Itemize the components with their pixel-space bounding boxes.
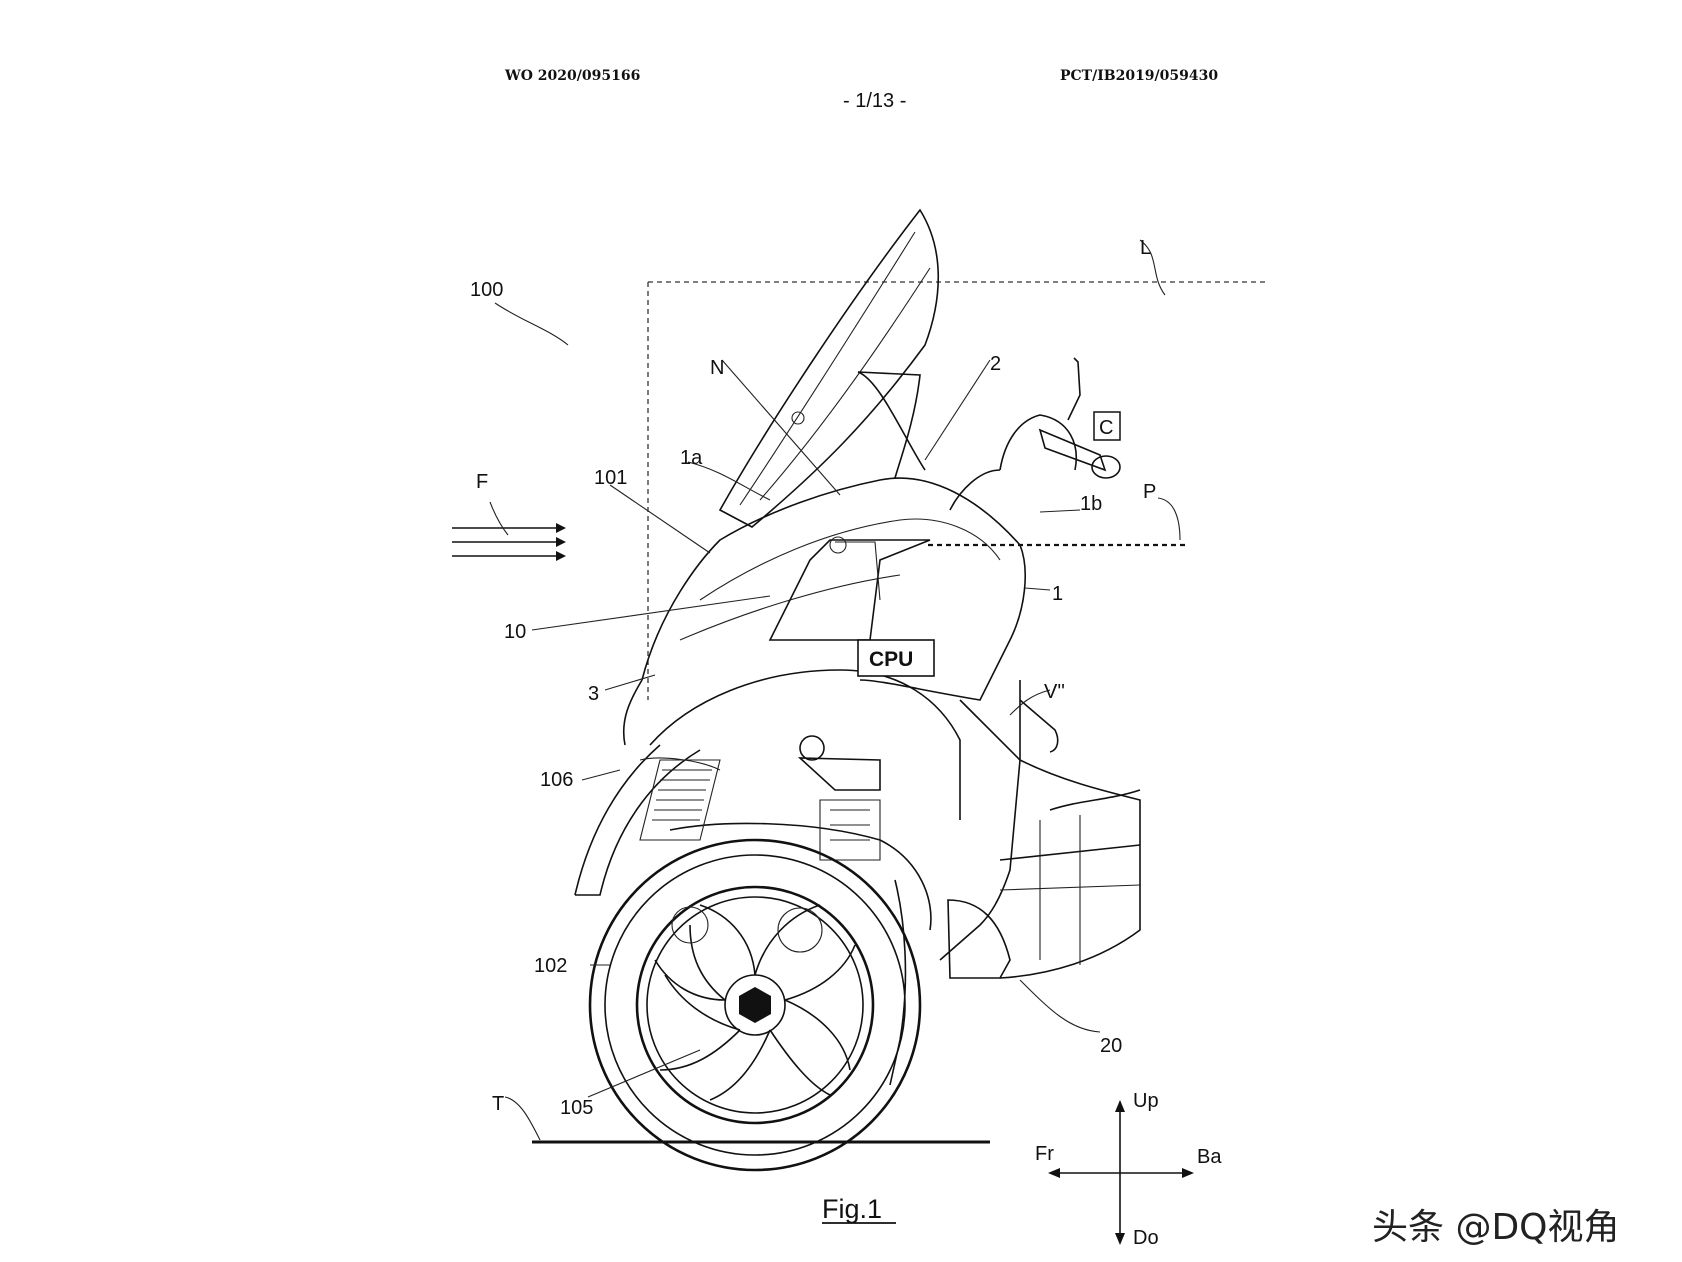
- wind-arrows: [452, 523, 566, 561]
- axis-front-label: Fr: [1035, 1143, 1054, 1165]
- handlebar: [949, 357, 1121, 511]
- label-1: 1: [1052, 583, 1063, 605]
- windscreen: [718, 208, 940, 528]
- label-c: C: [1099, 417, 1113, 439]
- cpu-box: [857, 639, 935, 677]
- rear-body: [939, 680, 1141, 979]
- label-102: 102: [534, 955, 567, 977]
- rear-fender: [889, 879, 907, 1086]
- label-v-double: V'': [1044, 681, 1065, 703]
- front-mudguard: [574, 669, 961, 931]
- sheet-number: - 1/13 -: [843, 90, 907, 112]
- axis-up-label: Up: [1133, 1090, 1159, 1112]
- label-10: 10: [504, 621, 526, 643]
- label-1b: 1b: [1080, 493, 1102, 515]
- direction-cross: [1048, 1100, 1194, 1245]
- front-fairing: [622, 371, 1026, 746]
- leader-lines: [489, 239, 1181, 1141]
- label-105: 105: [560, 1097, 593, 1119]
- label-1a: 1a: [680, 447, 703, 469]
- front-suspension: [639, 735, 881, 861]
- label-100: 100: [470, 279, 503, 301]
- axis-down-label: Do: [1133, 1227, 1159, 1249]
- figure-caption: Fig.1: [822, 1194, 882, 1224]
- label-2: 2: [990, 353, 1001, 375]
- label-c-box: [1093, 411, 1121, 441]
- label-106: 106: [540, 769, 573, 791]
- publication-number: WO 2020/095166: [505, 68, 641, 84]
- label-101: 101: [594, 467, 627, 489]
- label-cpu: CPU: [869, 648, 913, 671]
- front-wheel: [588, 838, 922, 1172]
- application-number: PCT/IB2019/059430: [1060, 68, 1219, 84]
- label-n: N: [710, 357, 724, 379]
- axis-back-label: Ba: [1197, 1146, 1222, 1168]
- label-f: F: [476, 471, 488, 493]
- label-l: L: [1140, 237, 1151, 259]
- label-p: P: [1143, 481, 1156, 503]
- watermark: 头条 @DQ视角: [1372, 1207, 1620, 1248]
- label-20: 20: [1100, 1035, 1122, 1057]
- plane-l-dashed-line: [647, 281, 1265, 700]
- label-3: 3: [588, 683, 599, 705]
- label-t: T: [492, 1093, 504, 1115]
